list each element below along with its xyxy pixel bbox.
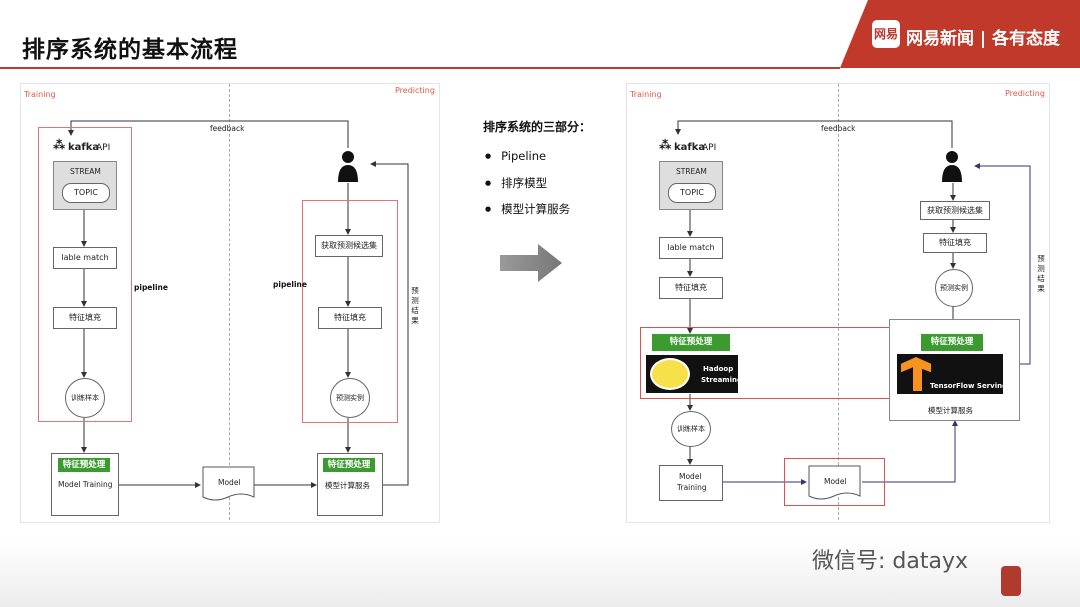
- get-candidates-label: 获取预测候选集: [927, 206, 983, 215]
- stream-label: STREAM: [70, 167, 101, 176]
- right-zone-predicting: Predicting: [1005, 89, 1045, 98]
- api-label: API: [702, 143, 717, 153]
- feature-fill-label: 特征填充: [675, 283, 707, 292]
- seal-icon: [1001, 566, 1021, 596]
- page-title: 排序系统的基本流程: [22, 37, 238, 63]
- streaming-label: Streaming: [701, 376, 742, 384]
- feature-fill-label: 特征填充: [69, 313, 101, 322]
- left-diagram-panel: [20, 83, 440, 523]
- brand-logo-icon: 网易: [872, 20, 900, 48]
- feedback-label: feedback: [210, 124, 245, 133]
- get-candidates-box: 获取预测候选集: [315, 235, 383, 257]
- feature-fill-right-label: 特征填充: [939, 238, 971, 247]
- left-diagram-divider: [229, 84, 230, 520]
- pipeline-label-left: pipeline: [134, 283, 168, 292]
- model-service-label: 模型计算服务: [928, 406, 973, 415]
- model-doc-label: Model: [218, 478, 241, 487]
- topic-box: TOPIC: [62, 183, 110, 203]
- train-sample-node: 训练样本: [65, 378, 105, 418]
- left-zone-predicting: Predicting: [395, 86, 435, 95]
- predict-instance-node: 预测实例: [935, 269, 973, 307]
- watermark: 微信号: datayx: [812, 549, 968, 574]
- kafka-logo-icon: ⁂: [659, 138, 672, 152]
- train-sample-label: 训练样本: [71, 394, 99, 402]
- feature-fill-box: 特征填充: [53, 307, 117, 329]
- topic-label: TOPIC: [680, 188, 704, 197]
- feature-fill-right-box: 特征填充: [923, 233, 987, 253]
- hadoop-label: Hadoop: [703, 365, 734, 373]
- kafka-label: kafka: [674, 142, 706, 153]
- topic-label: TOPIC: [74, 188, 98, 197]
- footer-cloud: [0, 540, 1080, 607]
- bullet-item: 排序模型: [485, 175, 547, 191]
- lable-match-label: lable match: [667, 243, 715, 252]
- api-label: API: [96, 143, 111, 153]
- feature-fill-box: 特征填充: [659, 277, 723, 299]
- model-service-label: 模型计算服务: [325, 481, 370, 490]
- hadoop-elephant-icon: [650, 358, 690, 390]
- left-zone-training: Training: [24, 90, 56, 99]
- three-parts-title: 排序系统的三部分：: [483, 120, 592, 134]
- left-pipeline-box-training: [38, 127, 132, 422]
- lable-match-label: lable match: [61, 253, 109, 262]
- feature-preprocess-left-badge: 特征预处理: [652, 334, 730, 351]
- lable-match-box: lable match: [53, 247, 117, 269]
- brand-name: 网易新闻 | 各有态度: [906, 29, 1061, 49]
- title-divider: [0, 67, 840, 69]
- predict-instance-label: 预测实例: [336, 394, 364, 402]
- feature-fill-right-label: 特征填充: [334, 313, 366, 322]
- lable-match-box: lable match: [659, 237, 723, 259]
- left-pipeline-box-predicting: [302, 200, 398, 423]
- feature-fill-right-box: 特征填充: [318, 307, 382, 329]
- pipeline-label-right: pipeline: [273, 280, 307, 289]
- right-arrow-icon: [500, 244, 562, 282]
- bullet-item: 模型计算服务: [485, 201, 570, 217]
- predict-instance-label: 预测实例: [940, 284, 968, 292]
- predict-result-label: 预测结果: [1037, 254, 1045, 293]
- right-diagram-divider: [838, 84, 839, 520]
- bullet-item: Pipeline: [485, 149, 546, 163]
- kafka-label: kafka: [68, 142, 100, 153]
- right-zone-training: Training: [630, 90, 662, 99]
- model-highlight: [784, 458, 885, 506]
- topic-box: TOPIC: [668, 183, 716, 203]
- model-doc-label: Model: [824, 477, 847, 486]
- brand-banner: [840, 0, 1080, 68]
- stream-label: STREAM: [676, 167, 707, 176]
- model-training-label-2: Training: [677, 483, 707, 492]
- model-training-label: Model Training: [58, 480, 113, 489]
- feature-preprocess-right-badge: 特征预处理: [323, 458, 375, 472]
- get-candidates-label: 获取预测候选集: [321, 241, 377, 250]
- train-sample-node: 训练样本: [671, 411, 711, 447]
- feature-preprocess-right-badge: 特征预处理: [921, 334, 983, 351]
- train-sample-label: 训练样本: [677, 425, 705, 433]
- predict-instance-node: 预测实例: [330, 378, 370, 418]
- predict-result-label: 预测结果: [411, 286, 419, 325]
- kafka-logo-icon: ⁂: [53, 138, 66, 152]
- feature-preprocess-badge: 特征预处理: [58, 458, 110, 472]
- model-training-box: [659, 465, 723, 501]
- tensorflow-label: TensorFlow Serving: [930, 382, 1008, 390]
- feedback-label: feedback: [821, 124, 856, 133]
- get-candidates-box: 获取预测候选集: [920, 201, 990, 220]
- model-training-label-1: Model: [679, 472, 702, 481]
